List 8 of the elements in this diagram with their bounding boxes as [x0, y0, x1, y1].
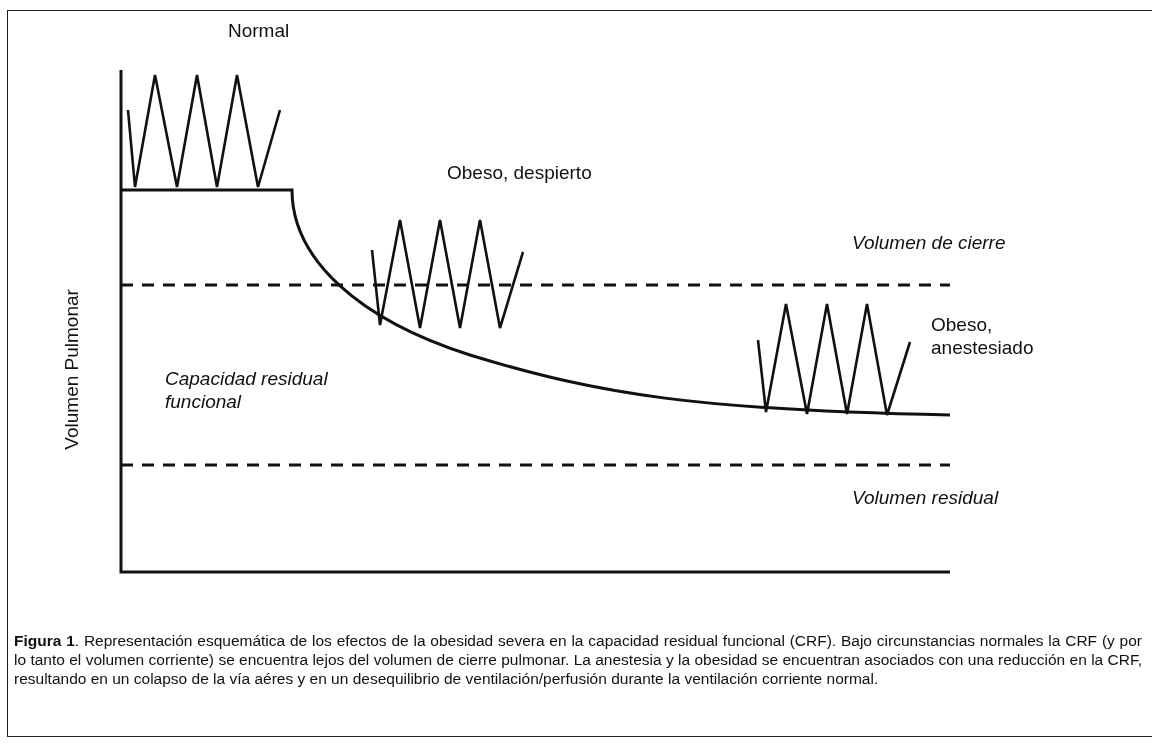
curve-label: Volumen de cierre [852, 232, 1006, 255]
axis-label: Volumen Pulmonar [60, 289, 83, 450]
curve-label: Obeso, despierto [447, 162, 592, 185]
curve-label: Volumen residual [852, 487, 999, 510]
curve-label: Obeso, anestesiado [931, 314, 1035, 360]
figure-caption: Figura 1. Representación esquemática de los efectos de la obesidad severa en la capacidad residual funcional (CRF). Bajo circunstancias normales la CRF (y por lo tanto el volumen corriente) se encuentra lejos del volumen de cierre pulmonar. La anestesia y la obesidad se encuentran asociados con una reducción en la CRF, resultando en un colapso de la vía aéres y en un desequilibrio de ventilación/perfusión durante la ventilación corriente normal. [14, 632, 1142, 689]
curve-label: Normal [228, 20, 290, 43]
curve-label: Capacidad residual funcional [165, 368, 329, 414]
